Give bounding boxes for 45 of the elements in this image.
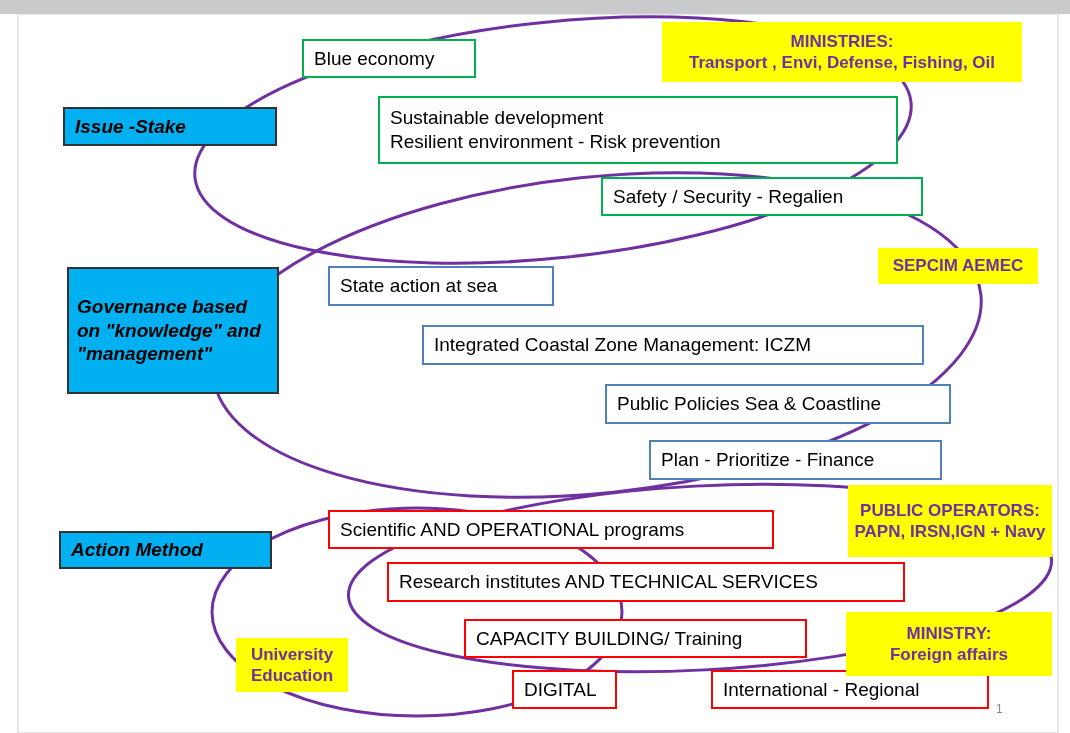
box-text: Blue economy <box>314 46 436 71</box>
box-text: State action at sea <box>340 274 499 298</box>
action-box <box>328 510 774 549</box>
box-text: Safety / Security - Regalien <box>613 184 845 209</box>
box-text: MINISTRY: <box>905 622 993 644</box>
box-text: University Education <box>249 643 335 687</box>
box-text: SEPCIM AEMEC <box>891 255 1025 277</box>
box-text: Issue -Stake <box>75 114 187 139</box>
box-text: Transport , Envi, Defense, Fishing, Oil <box>687 52 997 74</box>
governance-box <box>649 440 942 480</box>
box-text: Sustainable development <box>390 106 605 130</box>
actor-note <box>848 485 1052 557</box>
page-number: 1 <box>996 702 1003 716</box>
box-text: Public Policies Sea & Coastline <box>617 392 883 416</box>
level-box <box>63 107 277 146</box>
box-text: International - Regional <box>723 677 921 702</box>
box-text: DIGITAL <box>524 677 598 702</box>
box-text: MINISTRIES: <box>789 30 895 52</box>
box-text: CAPACITY BUILDING/ Training <box>476 626 744 651</box>
action-box <box>512 670 617 709</box>
box-text: Plan - Prioritize - Finance <box>661 448 876 472</box>
actor-note <box>236 638 348 692</box>
box-text: Scientific AND OPERATIONAL programs <box>340 517 686 542</box>
box-text: Action Method <box>71 538 204 562</box>
actor-note <box>878 248 1038 284</box>
level-box <box>67 267 279 394</box>
box-text: PAPN, IRSN,IGN + Navy <box>853 521 1047 543</box>
issue-box <box>378 96 898 164</box>
box-text: PUBLIC OPERATORS: <box>859 499 1041 521</box>
action-box <box>711 670 989 709</box>
box-text: Resilient environment - Risk prevention <box>390 130 722 154</box>
issue-box <box>601 177 923 216</box>
governance-box <box>328 266 554 306</box>
box-text: Governance based on "knowledge" and "management" <box>77 294 262 367</box>
issue-box <box>302 39 476 78</box>
action-box <box>464 619 807 658</box>
governance-box <box>605 384 951 424</box>
box-text: Foreign affairs <box>888 644 1010 666</box>
box-text: Integrated Coastal Zone Management: ICZM <box>434 333 813 357</box>
actor-note <box>662 22 1022 82</box>
action-box <box>387 562 905 602</box>
governance-box <box>422 325 924 365</box>
level-box <box>59 531 272 569</box>
box-text: Research institutes AND TECHNICAL SERVICES <box>399 570 819 594</box>
actor-note <box>846 612 1052 676</box>
